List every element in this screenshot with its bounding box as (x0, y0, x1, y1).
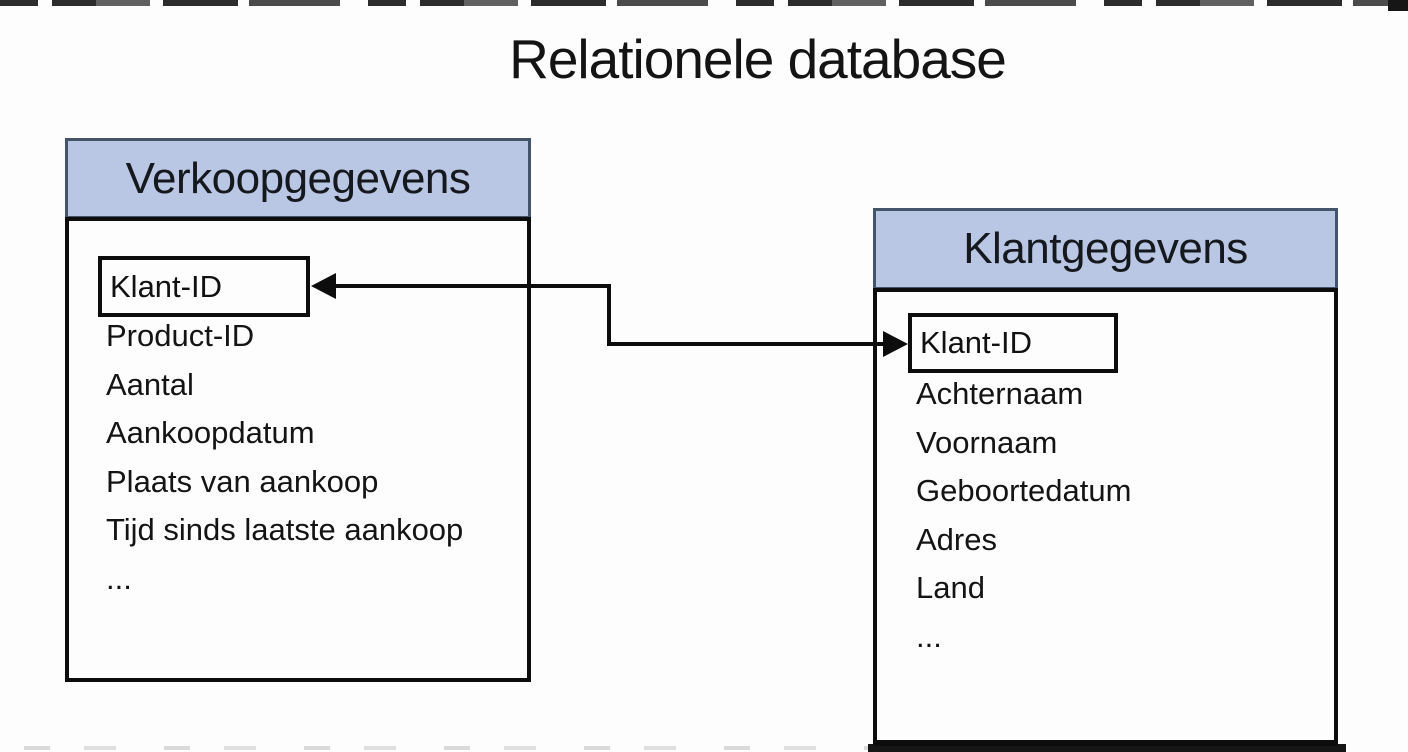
field-voornaam: Voornaam (916, 424, 1058, 460)
page-title: Relationele database (509, 28, 1007, 90)
field-ellipsis-right: ... (916, 618, 942, 654)
key-field-box-left: Klant-ID (98, 256, 310, 317)
arrowhead-right-icon (883, 331, 908, 357)
table-title-verkoopgegevens: Verkoopgegevens (125, 153, 471, 203)
field-land: Land (916, 570, 985, 606)
field-geboortedatum: Geboortedatum (916, 473, 1132, 509)
relationship-line-lower (607, 342, 888, 346)
relationship-line-vertical (607, 284, 611, 346)
key-field-box-right: Klant-ID (908, 313, 1118, 373)
field-ellipsis-left: ... (106, 560, 132, 596)
scan-artifact-top-right (1388, 0, 1408, 11)
field-achternaam: Achternaam (916, 376, 1084, 411)
key-field-label-left: Klant-ID (110, 268, 222, 304)
scan-artifact-top (0, 0, 1408, 6)
table-header-klantgegevens: Klantgegevens (873, 208, 1338, 290)
field-tijd-sinds-laatste-aankoop: Tijd sinds laatste aankoop (106, 512, 464, 548)
field-list-klantgegevens: Achternaam Voornaam Geboortedatum Adres … (916, 370, 1131, 662)
arrowhead-left-icon (311, 273, 336, 299)
relationship-line-upper (330, 284, 611, 288)
field-adres: Adres (916, 521, 997, 557)
field-product-id: Product-ID (106, 318, 255, 353)
scan-artifact-bottom (24, 746, 884, 750)
field-aankoopdatum: Aankoopdatum (106, 415, 315, 451)
table-header-verkoopgegevens: Verkoopgegevens (65, 138, 531, 219)
table-title-klantgegevens: Klantgegevens (963, 224, 1248, 273)
field-plaats-van-aankoop: Plaats van aankoop (106, 463, 379, 499)
field-aantal: Aantal (106, 366, 194, 402)
key-field-label-right: Klant-ID (920, 325, 1032, 360)
scan-artifact-bottom-right (868, 744, 1346, 752)
field-list-verkoopgegevens: Product-ID Aantal Aankoopdatum Plaats va… (106, 312, 463, 604)
